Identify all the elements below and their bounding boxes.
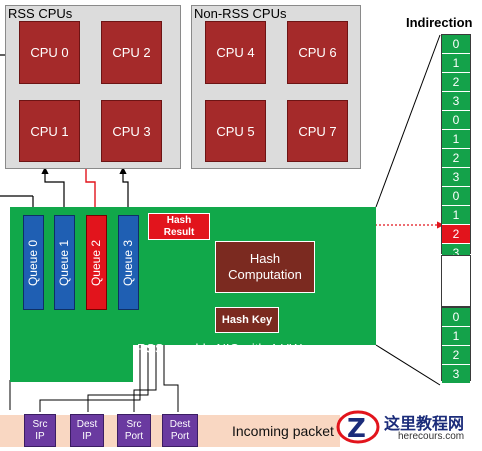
indirection-entry: 0 <box>442 187 470 206</box>
indirection-entry: 0 <box>442 111 470 130</box>
field-src-port-line1: Src <box>126 418 142 430</box>
hash-key-box: Hash Key <box>215 307 279 333</box>
indirection-table-gap <box>441 255 471 307</box>
hash-result-box: Hash Result <box>148 213 210 240</box>
indirection-title: Indirection <box>406 15 473 30</box>
cpu-3: CPU 3 <box>101 100 162 162</box>
hash-computation-line1: Hash <box>249 251 281 266</box>
svg-text:Z: Z <box>347 414 366 444</box>
field-dest-port-line1: Dest <box>169 418 191 430</box>
watermark-logo-icon: Z <box>336 410 380 444</box>
queue-2: Queue 2 <box>86 215 107 310</box>
field-src-port: Src Port <box>117 414 151 447</box>
queue-0: Queue 0 <box>23 215 44 310</box>
indirection-entry: 1 <box>442 327 470 346</box>
cpu-1: CPU 1 <box>19 100 80 162</box>
field-dest-port: Dest Port <box>162 414 198 447</box>
incoming-packet-label: Incoming packet <box>232 423 334 439</box>
indirection-entry: 3 <box>442 365 470 384</box>
non-rss-cpu-group: Non-RSS CPUs CPU 4 CPU 6 CPU 5 CPU 7 <box>191 5 361 169</box>
non-rss-group-label: Non-RSS CPUs <box>194 6 287 21</box>
cpu-2: CPU 2 <box>101 21 162 84</box>
nic-label: RSS capable NIC with 4 HW queues <box>137 341 348 356</box>
field-dest-ip-line1: Dest <box>76 418 98 430</box>
cpu-6: CPU 6 <box>287 21 348 84</box>
watermark-url: herecours.com <box>398 431 465 442</box>
rss-cpu-group: RSS CPUs CPU 0 CPU 2 CPU 1 CPU 3 <box>5 5 181 169</box>
field-src-ip-line2: IP <box>35 430 45 442</box>
cpu-4: CPU 4 <box>205 21 266 84</box>
indirection-entry: 1 <box>442 54 470 73</box>
hash-computation-box: Hash Computation <box>215 241 315 293</box>
field-dest-ip-line2: IP <box>82 430 92 442</box>
hash-result-line1: Hash <box>166 214 192 226</box>
indirection-entry: 1 <box>442 130 470 149</box>
field-src-ip: Src IP <box>24 414 56 447</box>
field-dest-port-line2: Port <box>170 430 190 442</box>
field-src-ip-line1: Src <box>32 418 48 430</box>
indirection-entry: 1 <box>442 206 470 225</box>
indirection-entry: 0 <box>442 308 470 327</box>
hash-key-label: Hash Key <box>221 314 273 326</box>
rss-group-label: RSS CPUs <box>8 6 73 21</box>
cpu-7: CPU 7 <box>287 100 348 162</box>
queue-1: Queue 1 <box>54 215 75 310</box>
watermark-title: 这里教程网 <box>384 416 465 433</box>
indirection-entry: 2 <box>442 346 470 365</box>
nic-board-lower <box>10 340 133 382</box>
indirection-entry: 3 <box>442 168 470 187</box>
field-dest-ip: Dest IP <box>70 414 104 447</box>
indirection-entry: 2 <box>442 225 470 244</box>
indirection-entry: 0 <box>442 35 470 54</box>
queue-3: Queue 3 <box>118 215 139 310</box>
indirection-entry: 2 <box>442 149 470 168</box>
cpu-0: CPU 0 <box>19 21 80 84</box>
hash-result-line2: Result <box>163 226 195 238</box>
hash-computation-line2: Computation <box>228 267 302 282</box>
indirection-entry: 2 <box>442 73 470 92</box>
indirection-entry: 3 <box>442 92 470 111</box>
cpu-5: CPU 5 <box>205 100 266 162</box>
field-src-port-line2: Port <box>124 430 144 442</box>
